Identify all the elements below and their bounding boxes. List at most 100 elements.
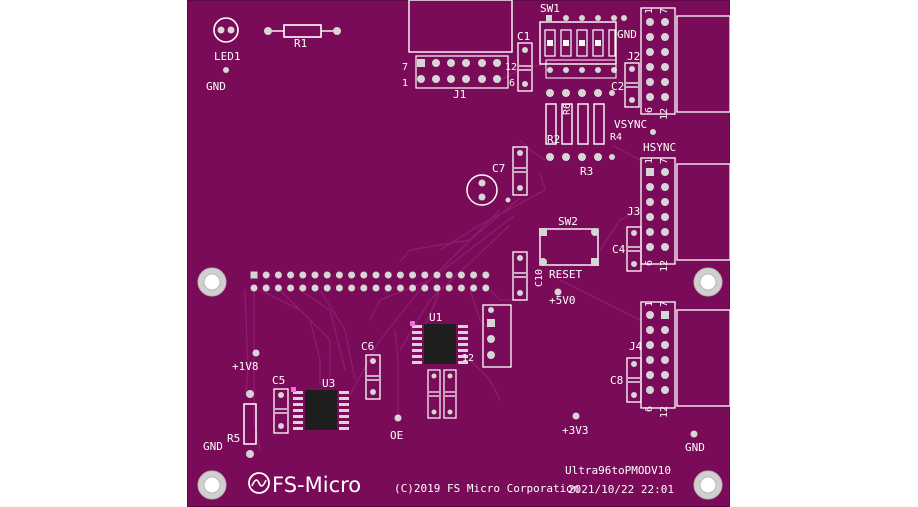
header-pin [299,284,307,292]
v33-label: +3V3 [562,424,589,437]
header-pin [348,284,356,292]
c5-footprint [273,388,289,434]
j4-label: J4 [629,340,643,353]
c5-label: C5 [272,374,285,387]
header-pin [409,284,417,292]
reset-label: RESET [549,268,582,281]
header-pin [323,271,331,279]
j2-pin-6: 6 [644,107,655,113]
u1-pin-label: 12 [462,353,474,364]
gnd-label-sw1: GND [617,28,637,41]
header-pin [384,284,392,292]
sw1-footprint [539,15,627,79]
r2-label: R2 [547,133,560,146]
header-pin [445,271,453,279]
c8-label: C8 [610,374,623,387]
vsync-label: VSYNC [614,118,647,131]
j3-footprint [640,157,731,265]
c4-label: C4 [612,243,626,256]
mounting-holes [197,267,723,500]
j2-label: J2 [627,50,640,63]
u1-footprint [410,321,468,364]
j3-label: J3 [627,205,640,218]
header-pin [250,284,258,292]
resistor-array-r2-r4 [545,89,615,161]
c4-footprint [626,226,642,272]
header-pin [360,284,368,292]
u3-label: U3 [322,377,335,390]
header-pin [287,284,295,292]
header-pin [262,284,270,292]
j1-pin-12: 12 [505,62,517,73]
header-pin [311,271,319,279]
logo-text: FS-Micro [272,473,361,497]
header-pin [372,271,380,279]
header-pin [470,271,478,279]
c7-label: C7 [492,162,505,175]
r5-label: R5 [227,432,240,445]
header-pin [348,271,356,279]
header-pin [311,284,319,292]
j1-pin-1: 1 [402,78,408,89]
j3-pin-12: 12 [659,260,670,272]
j3-pin-7: 7 [659,158,670,164]
c1-footprint [517,42,533,92]
c6-label: C6 [361,340,374,353]
board-name-text: Ultra96toPMODV10 [565,464,671,477]
led1-label: LED1 [214,50,241,63]
r1-label: R1 [294,37,307,50]
sw2-label: SW2 [558,215,578,228]
sw2-footprint [539,228,599,266]
header-pin [396,271,404,279]
j4-pin-1: 1 [644,301,655,307]
gnd-label-top-left: GND [206,80,226,93]
header-pin [360,271,368,279]
header-pin [445,284,453,292]
header-pin [482,271,490,279]
j2-pin-1: 1 [644,8,655,14]
header-40pin [250,271,490,292]
j1-pin-7: 7 [402,62,408,73]
led1-footprint [213,17,239,73]
j3-pin-1: 1 [644,158,655,164]
j2-pin-12: 12 [659,108,670,120]
j1-footprint [408,0,513,89]
header-pin [287,271,295,279]
header-pin [335,271,343,279]
c6-footprint [365,354,381,400]
r1-footprint [264,24,341,38]
date-text: 2021/10/22 22:01 [568,483,674,496]
header-pin [482,284,490,292]
header-pin [433,271,441,279]
j4-pin-12: 12 [659,406,670,418]
r4-label: R4 [610,132,622,143]
pcb-substrate [187,0,730,507]
header-pin [372,284,380,292]
header-pin [384,271,392,279]
header-pin [274,284,282,292]
jumper-3pin [482,304,512,368]
c2-footprint [624,62,640,108]
v5-label: +5V0 [549,294,576,307]
copyright-text: (C)2019 FS Micro Corporation [394,482,579,495]
oe-label: OE [390,429,403,442]
j4-pin-7: 7 [659,301,670,307]
c1-label: C1 [517,30,530,43]
gnd-label-bottom-right: GND [685,441,705,454]
header-pin [409,271,417,279]
header-pin [396,284,404,292]
c10-footprint [512,251,528,301]
j3-pin-6: 6 [644,260,655,266]
r3-label: R3 [580,165,593,178]
j1-pin-6: 6 [509,78,515,89]
header-pin [250,271,258,279]
header-pin [470,284,478,292]
header-pin [421,284,429,292]
c2-label: C2 [611,80,624,93]
c8-footprint [626,357,642,403]
v18-label: +1V8 [232,360,259,373]
caps-under-u1 [427,369,457,419]
c7-footprint [466,146,528,206]
header-pin [262,271,270,279]
